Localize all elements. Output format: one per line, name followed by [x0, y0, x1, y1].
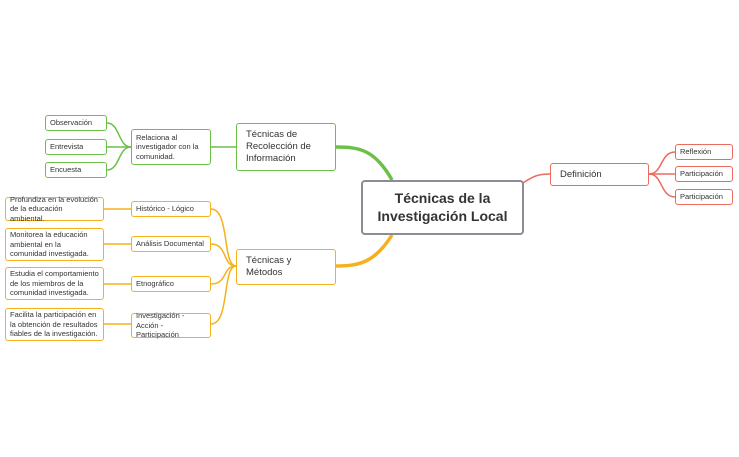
analisis-description-text: Monitorea la educación ambiental en la c…: [10, 230, 89, 259]
node-iap[interactable]: Investigación - Acción - Participación: [131, 311, 211, 340]
node-entrevista[interactable]: Entrevista: [45, 139, 107, 155]
link-root-definicion: [519, 173, 551, 186]
participacion-1-label: Participación: [680, 169, 723, 179]
node-metodos[interactable]: Técnicas y Métodos: [236, 249, 336, 285]
entrevista-label: Entrevista: [50, 142, 84, 152]
etnografico-label: Etnográfico: [136, 279, 174, 289]
iap-description-text: Facilita la participación en la obtenció…: [10, 310, 98, 339]
recoleccion-title: Técnicas de Recolección de Información: [246, 129, 311, 164]
definicion-title: Definición: [560, 168, 602, 180]
node-recoleccion-description[interactable]: Relaciona al investigador con la comunid…: [131, 129, 211, 165]
participacion-2-label: Participación: [680, 192, 723, 202]
node-etnografico[interactable]: Etnográfico: [131, 276, 211, 292]
node-iap-description[interactable]: Facilita la participación en la obtenció…: [5, 308, 104, 341]
historico-description-text: Profundiza en la evolución de la educaci…: [10, 194, 98, 223]
link-metodos-historico: [210, 208, 237, 267]
link-metodos-analisis: [210, 243, 237, 267]
node-analisis-description[interactable]: Monitorea la educación ambiental en la c…: [5, 228, 104, 261]
link-root-metodos: [335, 234, 394, 268]
link-definicion-participacion-2: [648, 173, 676, 198]
link-description-observacion: [106, 122, 132, 148]
link-root-recoleccion: [335, 145, 394, 181]
node-recoleccion[interactable]: Técnicas de Recolección de Información: [236, 123, 336, 171]
link-definicion-reflexion: [648, 151, 676, 175]
node-etnografico-description[interactable]: Estudia el comportamiento de los miembro…: [5, 267, 104, 300]
node-analisis[interactable]: Análisis Documental: [131, 236, 211, 252]
link-metodos-iap: [210, 265, 237, 325]
root-title: Técnicas de la Investigación Local: [377, 190, 508, 224]
node-historico-description[interactable]: Profundiza en la evolución de la educaci…: [5, 194, 104, 223]
reflexion-label: Reflexión: [680, 147, 712, 157]
analisis-label: Análisis Documental: [136, 239, 204, 249]
node-observacion[interactable]: Observación: [45, 115, 107, 131]
node-encuesta[interactable]: Encuesta: [45, 162, 107, 178]
node-definicion[interactable]: Definición: [550, 163, 649, 186]
observacion-label: Observación: [50, 118, 93, 128]
recoleccion-description-text: Relaciona al investigador con la comunid…: [136, 132, 199, 161]
root-node[interactable]: Técnicas de la Investigación Local: [361, 180, 524, 235]
node-participacion-1[interactable]: Participación: [675, 166, 733, 182]
node-historico[interactable]: Histórico - Lógico: [131, 201, 211, 217]
encuesta-label: Encuesta: [50, 165, 82, 175]
node-participacion-2[interactable]: Participación: [675, 189, 733, 205]
etnografico-description-text: Estudia el comportamiento de los miembro…: [10, 269, 99, 298]
node-reflexion[interactable]: Reflexión: [675, 144, 733, 160]
historico-label: Histórico - Lógico: [136, 204, 194, 214]
metodos-title: Técnicas y Métodos: [246, 255, 292, 278]
link-description-encuesta: [106, 146, 132, 171]
iap-label: Investigación - Acción - Participación: [136, 311, 185, 340]
